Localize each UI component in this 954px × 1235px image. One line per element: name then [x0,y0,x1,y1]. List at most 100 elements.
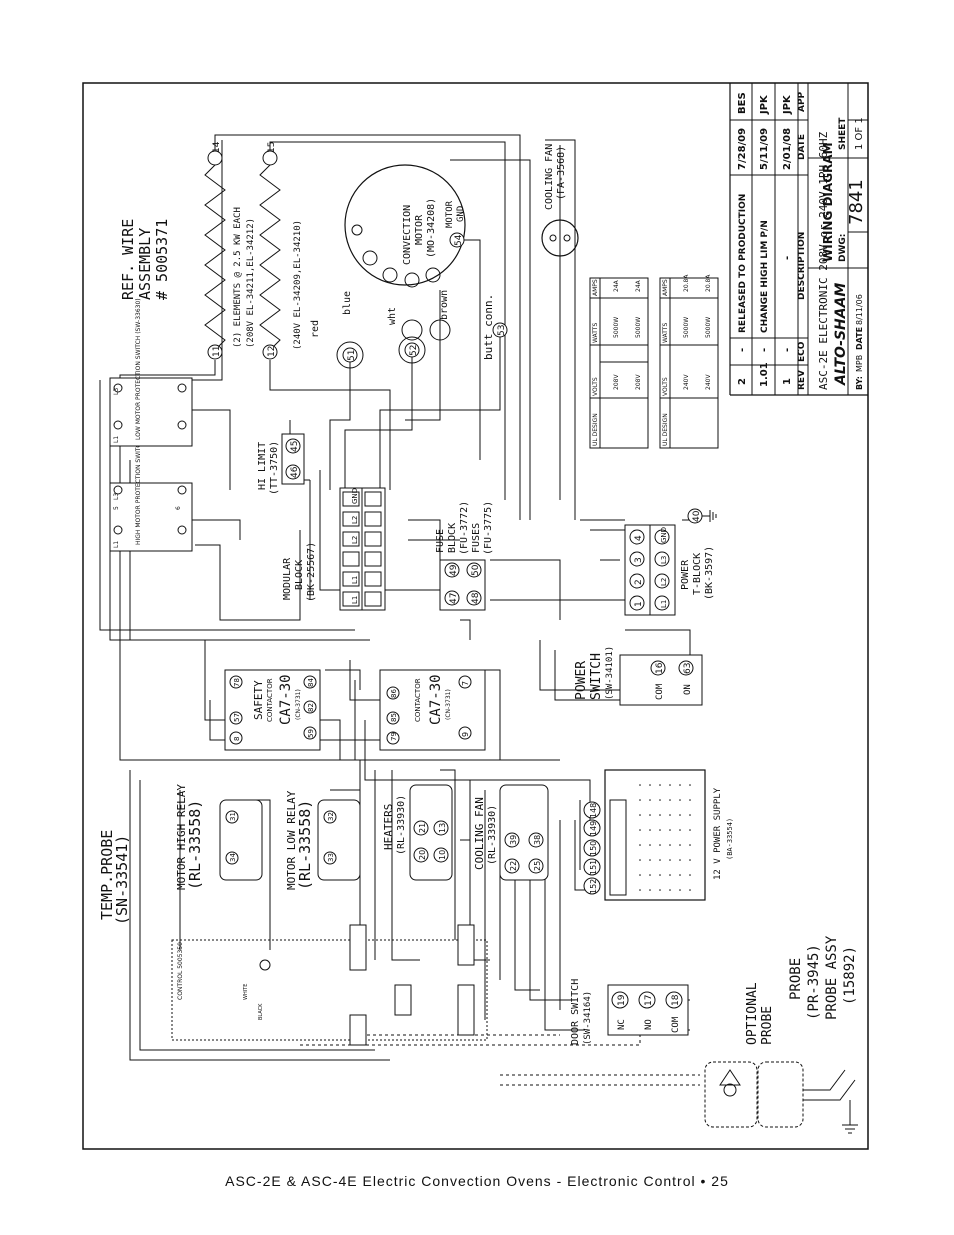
elements-label-2: (208V EL-34211,EL-34212) [246,218,256,348]
svg-text:(FA-3568): (FA-3568) [556,146,567,200]
fuse-block: 49 50 47 48 FUSE BLOCK (FU-3772) FUSES (… [435,501,494,611]
svg-text:POWER: POWER [680,559,691,590]
spec-r2-amps: 24A [635,279,642,292]
terminal-63: 63 [683,663,693,674]
spec-hdr-watts: WATTS [592,323,599,343]
temp-probe-pn: (SN-33541) [113,835,131,925]
svg-text:T-BLOCK: T-BLOCK [692,553,703,595]
terminal-53: 53 [492,322,508,338]
rev-row1-desc: RELEASED TO PRODUCTION [738,194,748,333]
rev-row3-rev: 1 [782,378,793,385]
svg-text:13: 13 [438,823,447,833]
terminal-14: 14 [207,141,223,166]
svg-text:CA7-30: CA7-30 [278,674,294,725]
svg-text:(SW-34164): (SW-34164) [583,991,593,1045]
svg-text:(CN-3731): (CN-3731) [295,689,302,720]
red-wire-label: red [310,320,321,338]
motor-low-relay-label: MOTOR LOW RELAY [285,790,298,890]
rev-row1-app: BES [737,92,748,114]
svg-text:GND: GND [351,488,359,504]
terminal-148: 148 [583,801,601,819]
svg-text:11: 11 [212,346,222,357]
svg-text:148: 148 [589,803,598,818]
date-value: 8/11/06 [855,294,864,325]
svg-text:POWER: POWER [574,661,589,700]
svg-text:51: 51 [347,350,357,361]
spec-hdr-volts: VOLTS [592,377,599,396]
svg-text:40: 40 [692,510,702,522]
svg-text:54: 54 [454,234,464,246]
rev-header-eco: ECO [797,341,807,362]
assembly-number: # 5005371 [153,219,171,300]
terminal-11: 11 [207,344,223,360]
svg-text:FUSES: FUSES [471,523,482,553]
power-supply: 12 V POWER SUPPLY (BA-33554) [604,769,734,901]
svg-text:(BA-33554): (BA-33554) [726,818,734,860]
probe-assembly [704,1061,858,1134]
terminal-151: 151 [583,858,601,876]
terminal-18: 18 [671,994,681,1006]
elements-label-3: (240V EL-34209,EL-34210) [293,220,303,350]
svg-text:79: 79 [390,732,398,741]
terminal-1: 1 [634,601,644,607]
rev-row1-rev: 2 [737,378,748,385]
wht-connector [401,319,423,341]
cooling-fan-relay-label: COOLING FAN [473,797,486,870]
svg-text:86: 86 [390,689,398,698]
svg-text:(TT-3750): (TT-3750) [269,441,280,495]
svg-text:CONTROL 5005350: CONTROL 5005350 [177,942,184,1000]
svg-text:CONTACTOR: CONTACTOR [414,678,422,722]
svg-text:SWITCH: SWITCH [589,653,604,700]
svg-text:HI LIMIT: HI LIMIT [257,442,268,490]
spec2-hdr-design: UL DESIGN [662,413,669,446]
rev-row2-app: JPK [759,94,770,115]
sheet-label: SHEET [838,117,848,150]
rev-row3-eco: - [782,348,793,352]
svg-text:L2: L2 [351,516,359,524]
svg-text:BLACK: BLACK [258,1003,264,1020]
svg-text:10: 10 [438,850,447,860]
svg-text:L3: L3 [113,493,120,500]
svg-text:12 V POWER SUPPLY: 12 V POWER SUPPLY [713,787,723,880]
svg-text:33: 33 [327,853,335,862]
heaters-label: HEATERS [382,804,395,850]
spec-r1-watts: 5000W [613,317,620,338]
spec-r4-amps: 20.8A [705,274,712,292]
terminal-47: 47 [449,593,459,604]
heating-element-2 [259,164,281,351]
page-footer: ASC-2E & ASC-4E Electric Convection Oven… [225,1173,729,1189]
spec-r3-watts: 5000W [683,317,690,338]
title-block: 2 - RELEASED TO PRODUCTION 7/28/09 BES 1… [729,83,868,396]
svg-text:(CN-3731): (CN-3731) [445,689,452,720]
terminal-46: 46 [290,466,300,478]
svg-text:COM: COM [671,1016,681,1033]
rev-row1-date: 7/28/09 [737,128,748,170]
svg-text:20: 20 [418,850,427,860]
terminal-15: 15 [262,142,278,166]
rev-row2-rev: 1.01 [759,362,770,387]
rev-row3-app: JPK [782,94,793,115]
ref-wire-label: REF. WIRE [119,219,137,300]
terminal-51: 51 [336,341,364,369]
svg-text:(FU-3775): (FU-3775) [483,501,494,555]
svg-text:WHITE: WHITE [243,984,249,1000]
terminal-54: 54 [449,232,465,248]
high-motor-protection-switch: HIGH MOTOR PROTECTION SWITCH (SW-33630) … [109,402,193,552]
brown-connector [429,319,451,341]
svg-text:84: 84 [307,678,315,687]
heaters-relay: 21 13 20 10 [409,784,453,881]
svg-text:150: 150 [589,841,598,856]
probe-pn: (PR-3945) [806,944,822,1020]
spec-r2-watts: 5000W [635,317,642,338]
terminal-2: 2 [634,579,644,585]
svg-text:BLOCK: BLOCK [447,523,458,553]
safety-contactor: 78 57 8 84 82 59 SAFETY CONTACTOR CA7-30… [224,669,321,751]
svg-text:151: 151 [589,860,598,875]
description-line: ASC-2E ELECTRONIC 208V or 240V 1PH 60HZ [817,131,830,390]
spec-hdr-amps: AMPS [592,279,599,296]
terminal-12: 12 [262,344,278,360]
low-motor-protection-switch: LOW MOTOR PROTECTION SWITCH (SW-33630) L… [109,298,193,447]
svg-text:MODULAR: MODULAR [282,557,293,600]
svg-text:39: 39 [509,835,518,845]
